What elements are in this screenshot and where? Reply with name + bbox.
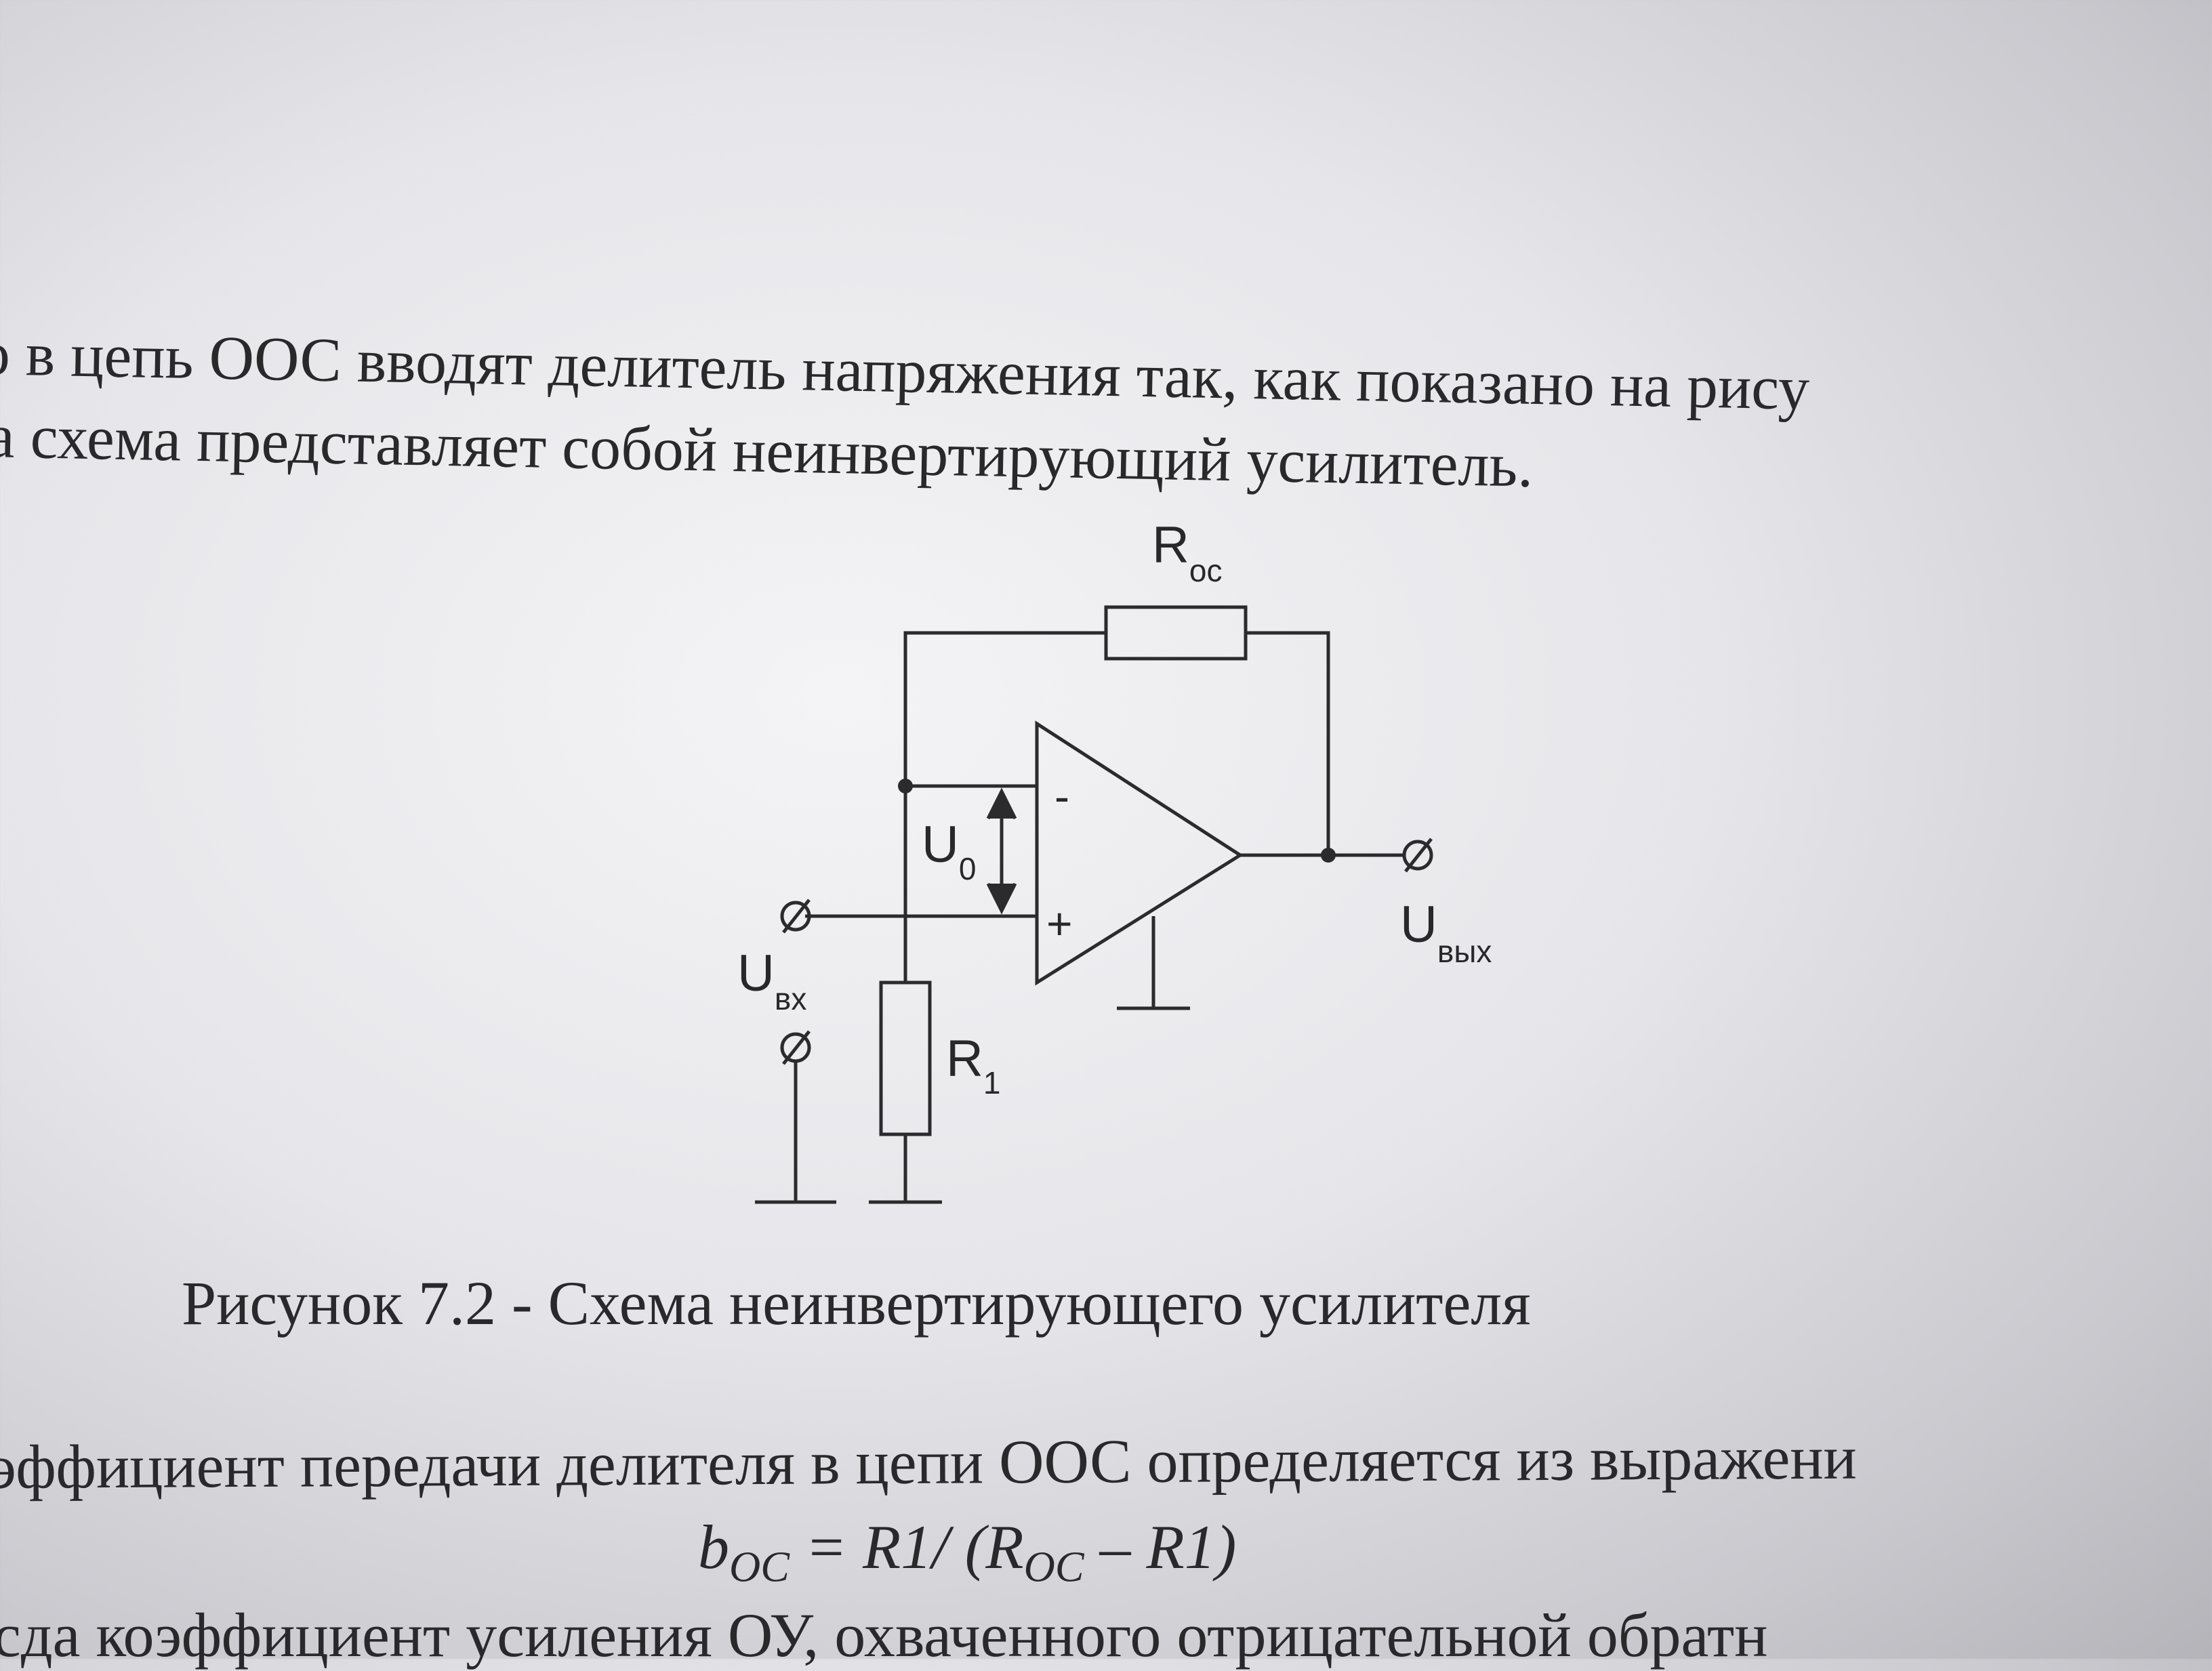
resistor-r1 [879, 981, 932, 1136]
input-terminal-bottom [780, 1032, 811, 1063]
figure-caption: Рисунок 7.2 - Схема неинвертирующего уси… [182, 1268, 1531, 1338]
label-r-oc: Roc [1152, 516, 1222, 588]
formula-b-oc: bOC = R1/ (ROC – R1) [698, 1512, 1237, 1591]
u0-arrow-top [986, 787, 1017, 820]
label-minus: - [1054, 771, 1069, 821]
label-u0: U0 [922, 816, 976, 886]
resistor-r-oc [1104, 605, 1248, 661]
input-terminal-top [780, 901, 811, 932]
feedback-wire-left [903, 631, 1106, 786]
op-amp-triangle [1035, 720, 1244, 986]
u0-arrow-bottom [986, 882, 1017, 915]
label-plus: + [1046, 899, 1073, 949]
paragraph-line-4: сда коэффициент усиления ОУ, охваченного… [0, 1601, 1768, 1670]
junction-dot-output [1321, 848, 1336, 863]
label-u-out: Uвых [1400, 896, 1492, 969]
output-terminal [1402, 840, 1433, 871]
feedback-wire-right [1246, 631, 1330, 855]
label-u-in: Uвх [737, 945, 806, 1016]
junction-dot-inverting [898, 779, 913, 793]
paragraph-line-3: эффициент передачи делителя в цепи ООС о… [0, 1422, 1858, 1502]
label-r1: R1 [946, 1030, 1000, 1100]
